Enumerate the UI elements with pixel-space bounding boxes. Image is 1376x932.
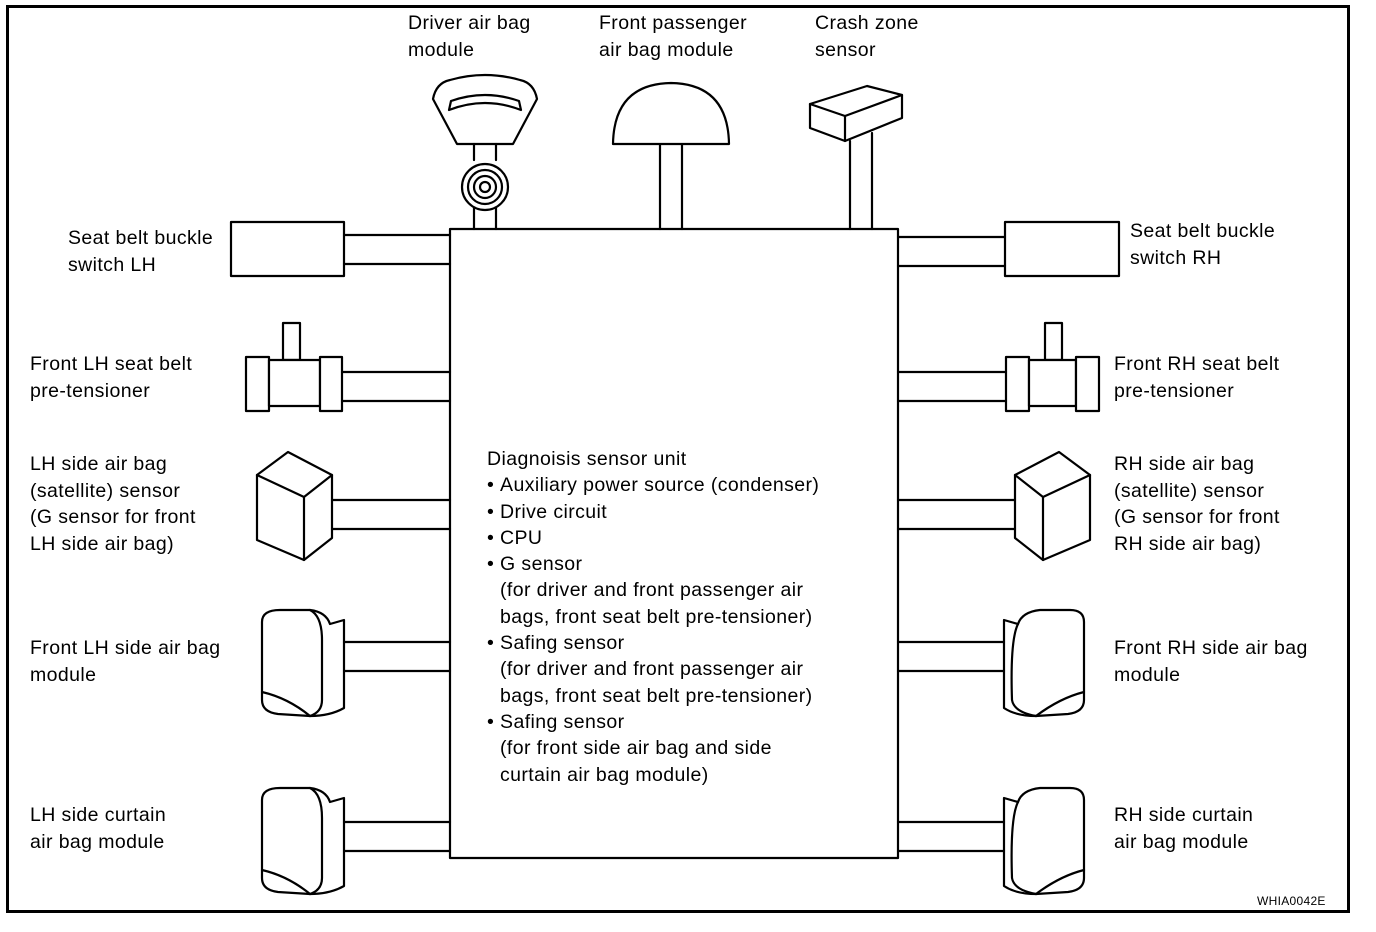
label-pretensioner-lh: Front LH seat belt pre-tensioner: [30, 351, 192, 404]
label-line: Front LH seat belt: [30, 353, 193, 375]
label-crash-zone-sensor: Crash zone sensor: [815, 10, 919, 63]
curtain-airbag-lh-icon: [260, 786, 452, 896]
driver-airbag-icon: [431, 73, 539, 212]
unit-item-detail: bags, front seat belt pre-tensioner): [500, 605, 813, 628]
passenger-airbag-icon: [611, 81, 731, 146]
label-line: LH side air bag: [30, 453, 168, 475]
label-line: RH side curtain: [1114, 804, 1254, 826]
side-sensor-rh-icon: [896, 450, 1092, 562]
label-line: LH side curtain: [30, 804, 167, 826]
curtain-airbag-rh-icon: [896, 786, 1086, 896]
side-sensor-lh-icon: [255, 450, 452, 562]
label-line: switch LH: [68, 253, 157, 276]
label-line: pre-tensioner: [30, 379, 151, 402]
unit-item-detail: (for driver and front passenger air: [500, 658, 804, 681]
label-pretensioner-rh: Front RH seat belt pre-tensioner: [1114, 351, 1279, 404]
label-line: module: [30, 663, 97, 686]
label-driver-airbag: Driver air bag module: [408, 10, 531, 63]
unit-item-detail: (for front side air bag and side: [500, 737, 772, 760]
figure-frame: [6, 5, 1350, 913]
unit-item: Safing sensor: [487, 709, 819, 735]
unit-item: G sensor: [487, 551, 819, 577]
label-line: RH side air bag): [1114, 532, 1262, 555]
label-line: (G sensor for front: [30, 506, 196, 528]
label-line: Crash zone: [815, 12, 919, 34]
label-line: switch RH: [1130, 246, 1222, 269]
pretensioner-lh-icon: [244, 321, 452, 413]
figure-code: WHIA0042E: [1257, 894, 1326, 908]
label-line: air bag module: [30, 830, 165, 853]
label-line: Front passenger: [599, 12, 747, 34]
unit-item-detail: (for driver and front passenger air: [500, 579, 804, 602]
unit-item: CPU: [487, 525, 819, 551]
label-side-airbag-rh: Front RH side air bag module: [1114, 635, 1308, 688]
unit-item-detail: bags, front seat belt pre-tensioner): [500, 684, 813, 707]
label-buckle-switch-lh: Seat belt buckle switch LH: [68, 225, 213, 278]
side-airbag-lh-icon: [260, 608, 452, 718]
label-side-sensor-lh: LH side air bag (satellite) sensor (G se…: [30, 451, 196, 557]
label-line: (G sensor for front: [1114, 506, 1280, 528]
label-side-airbag-lh: Front LH side air bag module: [30, 635, 221, 688]
label-line: RH side air bag: [1114, 453, 1255, 475]
label-line: Front LH side air bag: [30, 637, 221, 659]
unit-item: Auxiliary power source (condenser): [487, 472, 819, 498]
label-line: air bag module: [599, 38, 734, 61]
label-side-sensor-rh: RH side air bag (satellite) sensor (G se…: [1114, 451, 1280, 557]
label-line: Driver air bag: [408, 12, 531, 34]
label-line: module: [408, 38, 475, 61]
unit-item-detail: curtain air bag module): [500, 763, 709, 786]
label-line: Front RH side air bag: [1114, 637, 1308, 659]
label-line: air bag module: [1114, 830, 1249, 853]
diagnosis-sensor-unit-text: Diagnoisis sensor unit Auxiliary power s…: [487, 446, 819, 788]
label-line: Front RH seat belt: [1114, 353, 1280, 375]
label-line: pre-tensioner: [1114, 379, 1235, 402]
label-line: (satellite) sensor: [1114, 479, 1265, 502]
passenger-airbag-wire: [658, 142, 684, 231]
buckle-switch-rh-icon: [896, 220, 1121, 278]
crash-zone-wire: [848, 131, 874, 231]
label-curtain-airbag-lh: LH side curtain air bag module: [30, 802, 166, 855]
label-line: LH side air bag): [30, 532, 175, 555]
label-line: sensor: [815, 38, 876, 61]
buckle-switch-lh-icon: [229, 220, 452, 278]
label-line: (satellite) sensor: [30, 479, 181, 502]
label-passenger-airbag: Front passenger air bag module: [599, 10, 747, 63]
label-line: module: [1114, 663, 1181, 686]
unit-item: Safing sensor: [487, 630, 819, 656]
side-airbag-rh-icon: [896, 608, 1086, 718]
label-line: Seat belt buckle: [68, 227, 214, 249]
crash-zone-sensor-icon: [808, 84, 904, 143]
unit-item: Drive circuit: [487, 499, 819, 525]
label-line: Seat belt buckle: [1130, 220, 1276, 242]
label-curtain-airbag-rh: RH side curtain air bag module: [1114, 802, 1253, 855]
pretensioner-rh-icon: [896, 321, 1101, 413]
unit-title: Diagnoisis sensor unit: [487, 448, 687, 470]
label-buckle-switch-rh: Seat belt buckle switch RH: [1130, 218, 1275, 271]
